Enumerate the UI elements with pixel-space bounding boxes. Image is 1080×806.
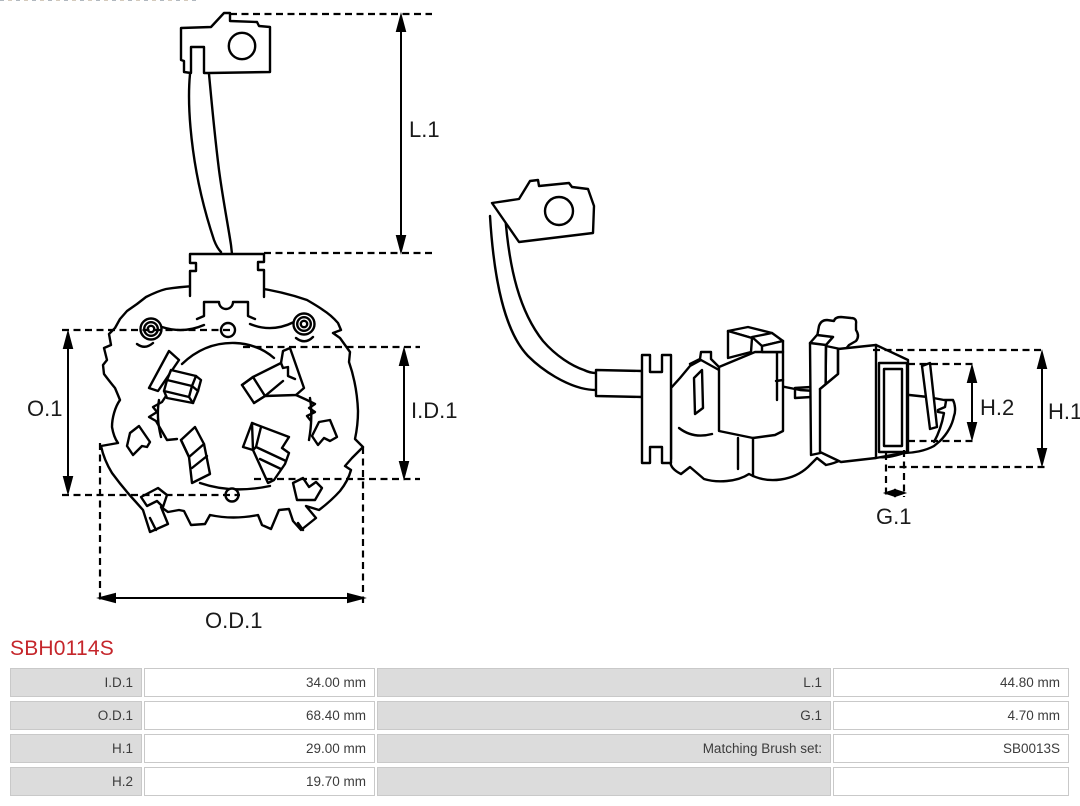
svg-text:L.1: L.1 bbox=[409, 117, 440, 142]
svg-text:H.2: H.2 bbox=[980, 395, 1014, 420]
svg-text:I.D.1: I.D.1 bbox=[411, 398, 457, 423]
svg-text:O.1: O.1 bbox=[27, 396, 62, 421]
svg-text:O.D.1: O.D.1 bbox=[205, 608, 262, 633]
svg-text:G.1: G.1 bbox=[876, 504, 911, 529]
svg-text:H.1: H.1 bbox=[1048, 399, 1080, 424]
